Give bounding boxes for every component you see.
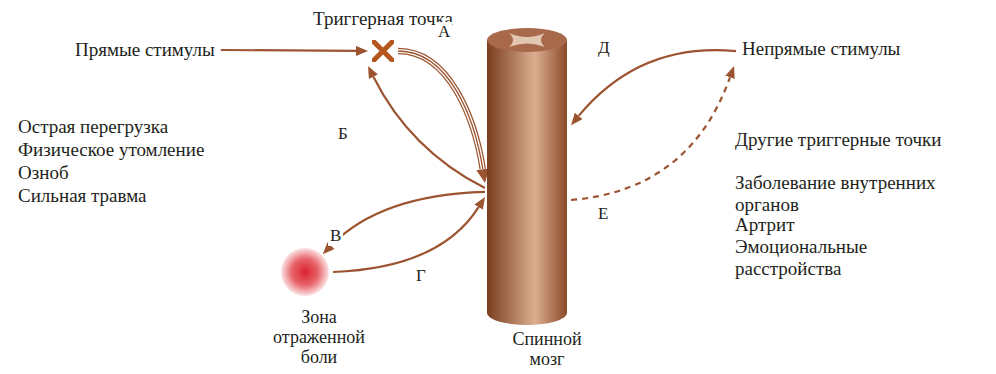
stimulus-list-item: Физическое утомление [18,139,204,161]
curved-arrow [373,77,485,188]
node-text: Непрямые стимулы [742,38,900,60]
node-text: Прямые стимулы [75,39,215,61]
connector-line [398,51,483,169]
pain-zone-node: Зона отраженной боли [281,248,329,296]
stimulus-list-item: Заболевание внутренних органов [735,172,950,216]
curved-arrow [221,50,356,52]
stimulus-list-item: Озноб [18,162,69,184]
pathway-letter: Е [596,204,610,224]
stimulus-list-item: Острая перегрузка [18,116,168,138]
referred-pain-spot [281,248,329,296]
spinal-cord-node: Спинной мозг [487,28,567,325]
stimulus-list-item: Артрит [735,214,794,236]
triple-arrow [398,51,483,169]
pathway-letter: Б [336,124,350,144]
dashed-arrow [571,77,730,200]
connector-line [373,77,485,188]
pathway-letter: В [328,226,343,246]
pathway-letter: Д [596,38,612,58]
connector-line [333,207,479,272]
curved-arrow [331,192,485,246]
connector-line [571,77,730,200]
connector-line [221,49,356,52]
stimulus-node: Непрямые стимулы [742,38,900,60]
node-text: Триггерная точка [313,8,453,30]
spinal-cord-illustration [487,28,567,325]
connector-line [398,51,483,169]
stimulus-list-item: Сильная травма [18,185,147,207]
trigger-point-symbol [372,40,394,62]
pathway-letter: Г [414,266,428,286]
curved-arrow [579,50,736,116]
stimulus-list-item: Эмоциональные расстройства [735,236,950,280]
connector-line [579,50,736,116]
connector-line [398,51,483,169]
curved-arrow [333,207,479,272]
stimulus-node: Прямые стимулы [75,39,215,61]
stimulus-list-item: Другие триггерные точки [735,129,941,151]
trigger-point-node: Триггерная точка [372,40,394,62]
node-text: Спинной мозг [502,329,592,369]
pathway-letter: А [436,22,452,42]
node-text: Зона отраженной боли [260,307,378,367]
connector-line [331,192,485,246]
